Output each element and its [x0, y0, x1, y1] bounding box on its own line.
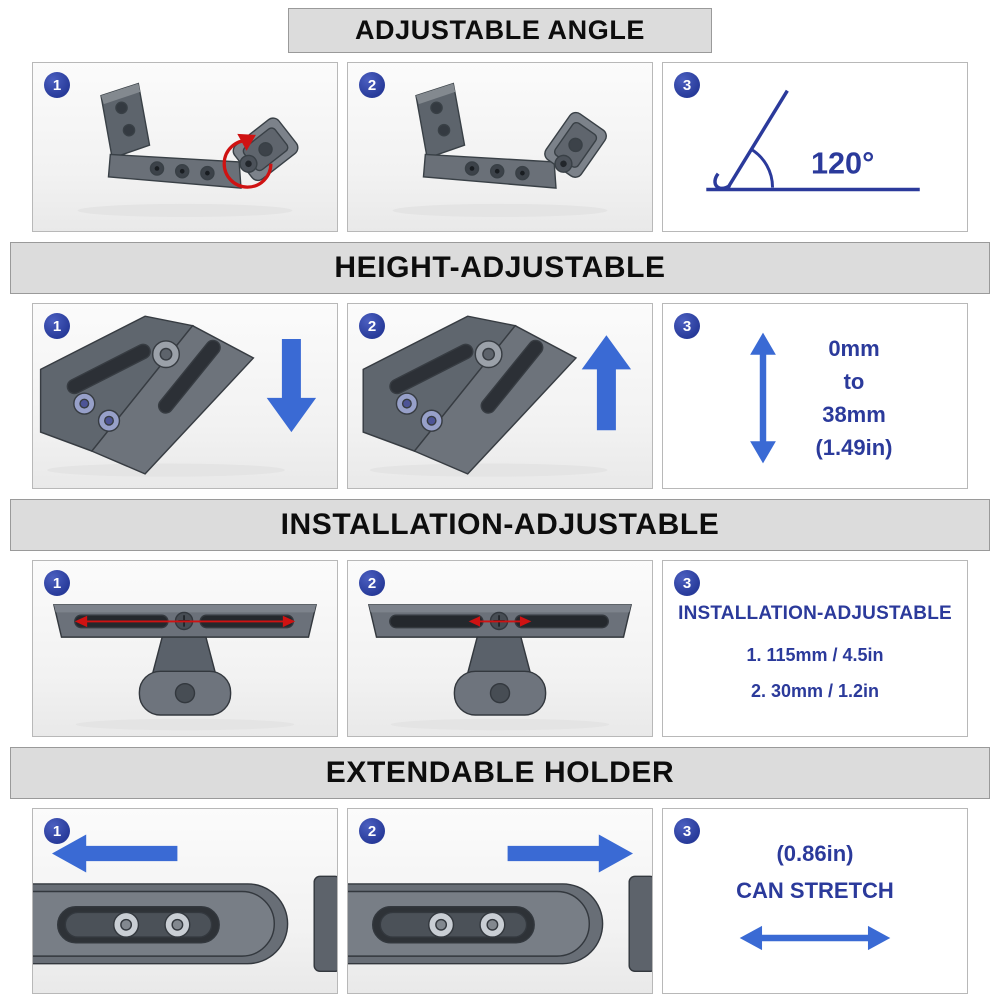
rotation-arrow-icon: [222, 133, 273, 189]
panel-extendable-spec: 3 (0.86in) CAN STRETCH: [662, 808, 968, 994]
panel-row-extendable: 1 2 3: [32, 808, 968, 994]
panel-row-angle: 1 2: [32, 62, 968, 232]
panel-row-height: 1 2 3: [32, 303, 968, 489]
panel-installation-step2: 2: [347, 560, 653, 737]
stretch-length: (0.86in): [776, 841, 854, 866]
step-badge: 2: [359, 818, 385, 844]
stretch-caption: CAN STRETCH: [736, 878, 894, 903]
step-badge: 1: [44, 72, 70, 98]
step-badge: 1: [44, 570, 70, 596]
step-number: 2: [367, 317, 377, 335]
bracket-photo-angled: [391, 82, 610, 218]
section-header-installation-adjustable: INSTALLATION-ADJUSTABLE: [10, 499, 990, 551]
section-extendable-holder: EXTENDABLE HOLDER 1 2: [0, 747, 1000, 994]
step-badge: 3: [674, 818, 700, 844]
step-badge: 3: [674, 313, 700, 339]
panel-height-step2: 2: [347, 303, 653, 489]
panel-angle-diagram: 3 120°: [662, 62, 968, 232]
step-number: 2: [367, 574, 377, 592]
double-vertical-arrow-icon: [750, 332, 777, 464]
up-arrow-icon: [581, 335, 632, 431]
step-badge: 2: [359, 72, 385, 98]
range-arrow-long-icon: [74, 615, 296, 628]
specs-items: 1. 115mm / 4.5in 2. 30mm / 1.2in: [663, 645, 967, 702]
range-line-inch: (1.49in): [815, 434, 893, 460]
angle-diagram-icon: 120°: [706, 89, 920, 192]
range-line-max: 38mm: [822, 401, 886, 427]
panel-angle-step2: 2: [347, 62, 653, 232]
panel-height-step1: 1: [32, 303, 338, 489]
range-arrow-short-icon: [468, 616, 532, 627]
step-number: 3: [682, 76, 692, 94]
section-header-extendable-holder: EXTENDABLE HOLDER: [10, 747, 990, 799]
step-number: 3: [682, 574, 692, 592]
slide-bracket-photo-long-range: [52, 603, 318, 732]
step-badge: 2: [359, 313, 385, 339]
right-arrow-icon: [507, 834, 633, 873]
step-number: 2: [367, 76, 377, 94]
bracket-photo-rotating: [76, 82, 302, 218]
step-badge: 3: [674, 570, 700, 596]
step-number: 1: [52, 574, 62, 592]
panel-installation-spec: 3 INSTALLATION-ADJUSTABLE 1. 115mm / 4.5…: [662, 560, 968, 737]
range-line-to: to: [843, 368, 865, 394]
spec-item-2: 2. 30mm / 1.2in: [750, 681, 880, 701]
section-header-adjustable-angle: ADJUSTABLE ANGLE: [288, 8, 712, 53]
height-range-lines: 0mm to 38mm (1.49in): [815, 336, 892, 461]
step-badge: 1: [44, 313, 70, 339]
step-number: 3: [682, 822, 692, 840]
extendable-arm-photo-retract: [33, 834, 337, 973]
installation-specs: INSTALLATION-ADJUSTABLE 1. 115mm / 4.5in…: [663, 561, 967, 702]
stretch-spec: (0.86in) CAN STRETCH: [663, 809, 967, 993]
step-number: 1: [52, 76, 62, 94]
angle-value: 120°: [811, 147, 874, 181]
section-height-adjustable: HEIGHT-ADJUSTABLE 1 2: [0, 242, 1000, 489]
section-adjustable-angle: ADJUSTABLE ANGLE 1 2: [0, 8, 1000, 232]
left-arrow-icon: [52, 834, 178, 873]
step-number: 1: [52, 822, 62, 840]
down-arrow-icon: [266, 339, 317, 433]
range-line-min: 0mm: [828, 335, 880, 361]
height-range-spec: 0mm to 38mm (1.49in): [663, 304, 967, 488]
section-header-height-adjustable: HEIGHT-ADJUSTABLE: [10, 242, 990, 294]
section-installation-adjustable: INSTALLATION-ADJUSTABLE 1 2: [0, 499, 1000, 737]
step-number: 3: [682, 317, 692, 335]
step-number: 2: [367, 822, 377, 840]
spec-item-1: 1. 115mm / 4.5in: [746, 645, 884, 665]
panel-extendable-step2: 2: [347, 808, 653, 994]
panel-extendable-step1: 1: [32, 808, 338, 994]
slide-bracket-photo-short-range: [367, 603, 633, 732]
specs-heading: INSTALLATION-ADJUSTABLE: [678, 603, 952, 624]
extendable-arm-photo-extend: [348, 834, 652, 973]
step-badge: 1: [44, 818, 70, 844]
step-badge: 3: [674, 72, 700, 98]
step-number: 1: [52, 317, 62, 335]
plate-holder-photo-raised: [362, 315, 632, 478]
step-badge: 2: [359, 570, 385, 596]
panel-installation-step1: 1: [32, 560, 338, 737]
panel-row-installation: 1 2: [32, 560, 968, 737]
plate-holder-photo-lowered: [39, 315, 317, 478]
double-horizontal-arrow-icon: [739, 925, 891, 951]
panel-height-spec: 3 0mm to 38mm (1.49in): [662, 303, 968, 489]
panel-angle-step1: 1: [32, 62, 338, 232]
